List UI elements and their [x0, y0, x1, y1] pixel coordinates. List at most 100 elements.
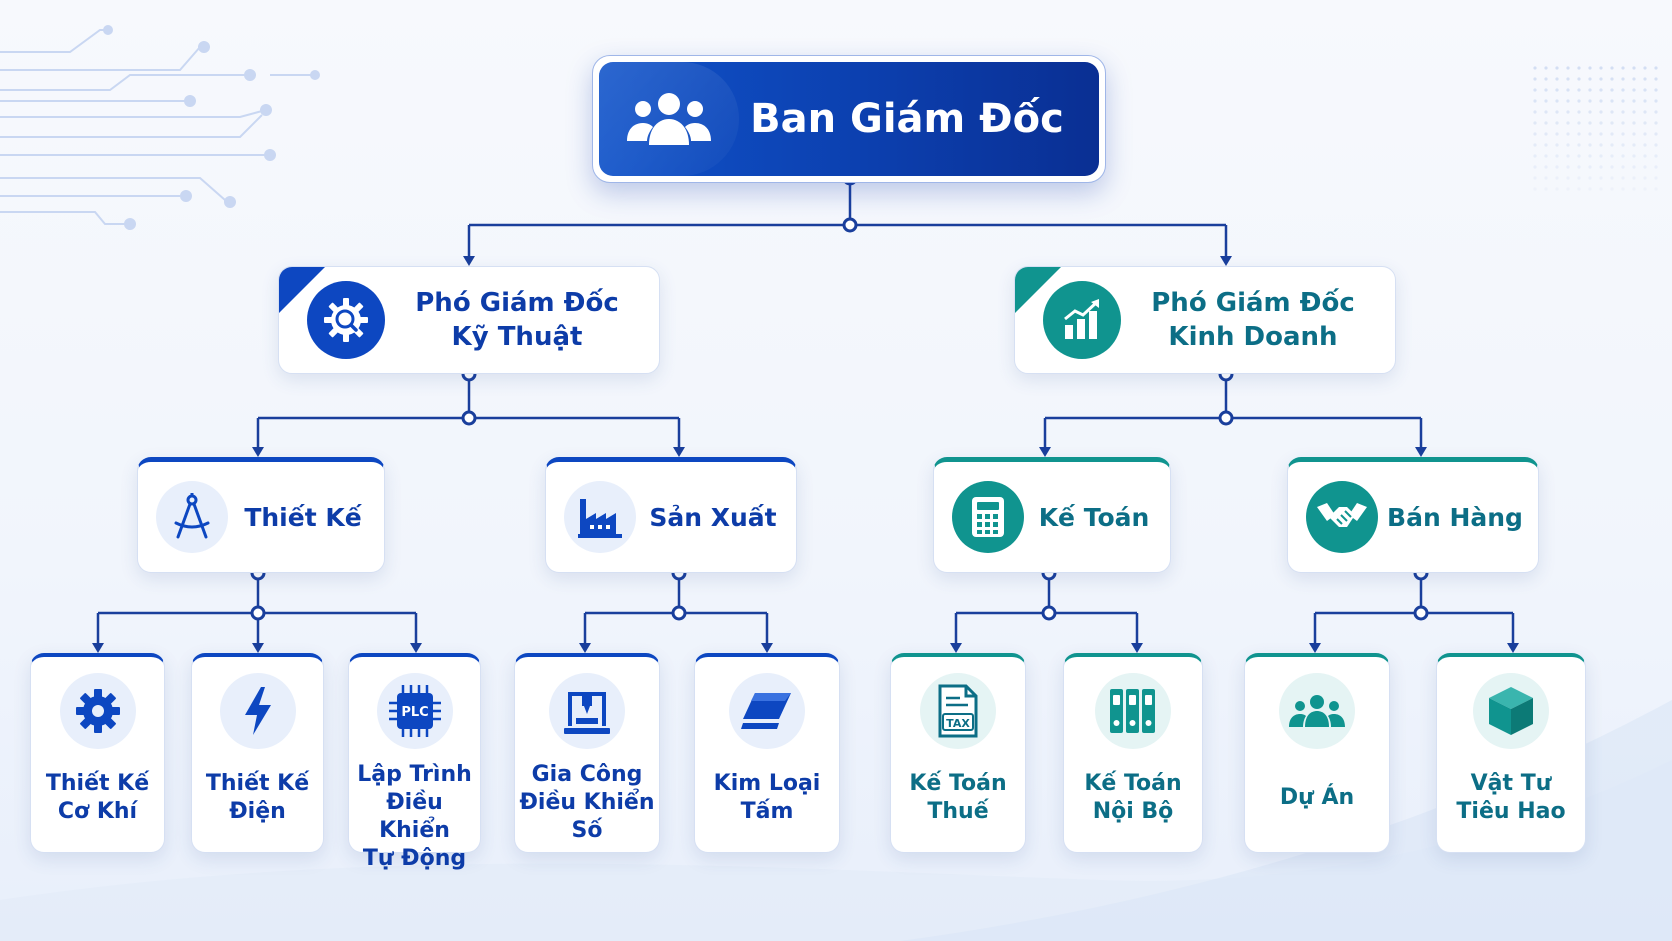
arrow-head — [673, 447, 685, 457]
pattern-dot — [1643, 121, 1647, 125]
pattern-dot — [1588, 187, 1592, 191]
pattern-dot — [1577, 110, 1581, 114]
pattern-dot — [1544, 143, 1548, 147]
junction-dot — [250, 605, 266, 621]
department-label: Kế Toán — [1038, 502, 1150, 532]
pattern-dot — [1577, 132, 1581, 136]
pattern-dot — [1643, 66, 1647, 70]
pattern-dot — [1544, 154, 1548, 158]
pattern-dot — [1654, 110, 1658, 114]
pattern-dot — [1588, 143, 1592, 147]
pattern-dot — [1544, 88, 1548, 92]
pattern-dot — [1566, 143, 1570, 147]
pattern-dot — [1654, 187, 1658, 191]
pattern-dot — [1588, 77, 1592, 81]
pattern-dot — [1610, 66, 1614, 70]
pattern-dot — [1555, 154, 1559, 158]
pattern-dot — [1632, 121, 1636, 125]
pattern-dot — [1654, 121, 1658, 125]
pattern-dot — [1533, 66, 1537, 70]
pattern-dot — [1632, 165, 1636, 169]
pattern-dot — [1577, 165, 1581, 169]
tax-document-icon: TAX — [920, 673, 996, 749]
pattern-dot — [1610, 165, 1614, 169]
pattern-dot — [1588, 132, 1592, 136]
people-group-icon — [599, 62, 739, 176]
pattern-dot — [1533, 143, 1537, 147]
pattern-dot — [1544, 66, 1548, 70]
drafting-compass-icon — [156, 481, 228, 553]
department-node-ban-hang: Bán Hàng — [1287, 457, 1539, 573]
pattern-dot — [1555, 110, 1559, 114]
factory-icon — [564, 481, 636, 553]
pattern-dot — [1577, 66, 1581, 70]
pattern-dot — [1588, 176, 1592, 180]
pattern-dot — [1577, 99, 1581, 103]
svg-text:TAX: TAX — [946, 717, 970, 730]
circuit-decoration — [0, 25, 320, 230]
pattern-dot — [1555, 187, 1559, 191]
pattern-dot — [1621, 187, 1625, 191]
pattern-dot — [1577, 143, 1581, 147]
pattern-dot — [1621, 165, 1625, 169]
pattern-dot — [1621, 176, 1625, 180]
pattern-dot — [1632, 187, 1636, 191]
department-label: Thiết Kế — [244, 502, 362, 532]
pattern-dot — [1621, 110, 1625, 114]
lightning-bolt-icon — [219, 673, 296, 749]
arrow-head — [1415, 447, 1427, 457]
root-node-ban-giam-doc: Ban Giám Đốc — [592, 55, 1106, 183]
binders-icon — [1095, 673, 1171, 749]
junction-dot — [842, 217, 858, 233]
pattern-dot — [1555, 99, 1559, 103]
pattern-dot — [1577, 88, 1581, 92]
arrow-head — [1131, 643, 1143, 653]
pattern-dot — [1643, 110, 1647, 114]
department-node-san-xuat: Sản Xuất — [545, 457, 797, 573]
pattern-dot — [1588, 154, 1592, 158]
pattern-dot — [1588, 165, 1592, 169]
pattern-dot — [1599, 154, 1603, 158]
pattern-dot — [1621, 99, 1625, 103]
pattern-dot — [1610, 132, 1614, 136]
leaf-label: Dự Án — [1279, 784, 1355, 810]
pattern-dot — [1599, 88, 1603, 92]
pattern-dot — [1566, 154, 1570, 158]
pattern-dot — [1599, 187, 1603, 191]
pattern-dot — [1632, 77, 1636, 81]
pattern-dot — [1599, 110, 1603, 114]
arrow-head — [1309, 643, 1321, 653]
arrow-head — [579, 643, 591, 653]
pattern-dot — [1643, 77, 1647, 81]
pattern-dot — [1599, 121, 1603, 125]
pattern-dot — [1533, 132, 1537, 136]
pattern-dot — [1621, 143, 1625, 147]
pattern-dot — [1533, 88, 1537, 92]
pattern-dot — [1599, 66, 1603, 70]
department-label: Sản Xuất — [649, 502, 777, 532]
pattern-dot — [1533, 154, 1537, 158]
wave-decoration-2 — [900, 700, 1672, 941]
pattern-dot — [1566, 121, 1570, 125]
pattern-dot — [1533, 187, 1537, 191]
pattern-dot — [1533, 77, 1537, 81]
pattern-dot — [1588, 99, 1592, 103]
pattern-dot — [1566, 176, 1570, 180]
pattern-dot — [1533, 99, 1537, 103]
department-label: Bán Hàng — [1387, 502, 1523, 532]
pattern-dot — [1555, 77, 1559, 81]
pattern-dot — [1577, 154, 1581, 158]
pattern-dot — [1544, 132, 1548, 136]
handshake-icon — [1306, 481, 1378, 553]
pattern-dot — [1566, 132, 1570, 136]
pattern-dot — [1533, 110, 1537, 114]
